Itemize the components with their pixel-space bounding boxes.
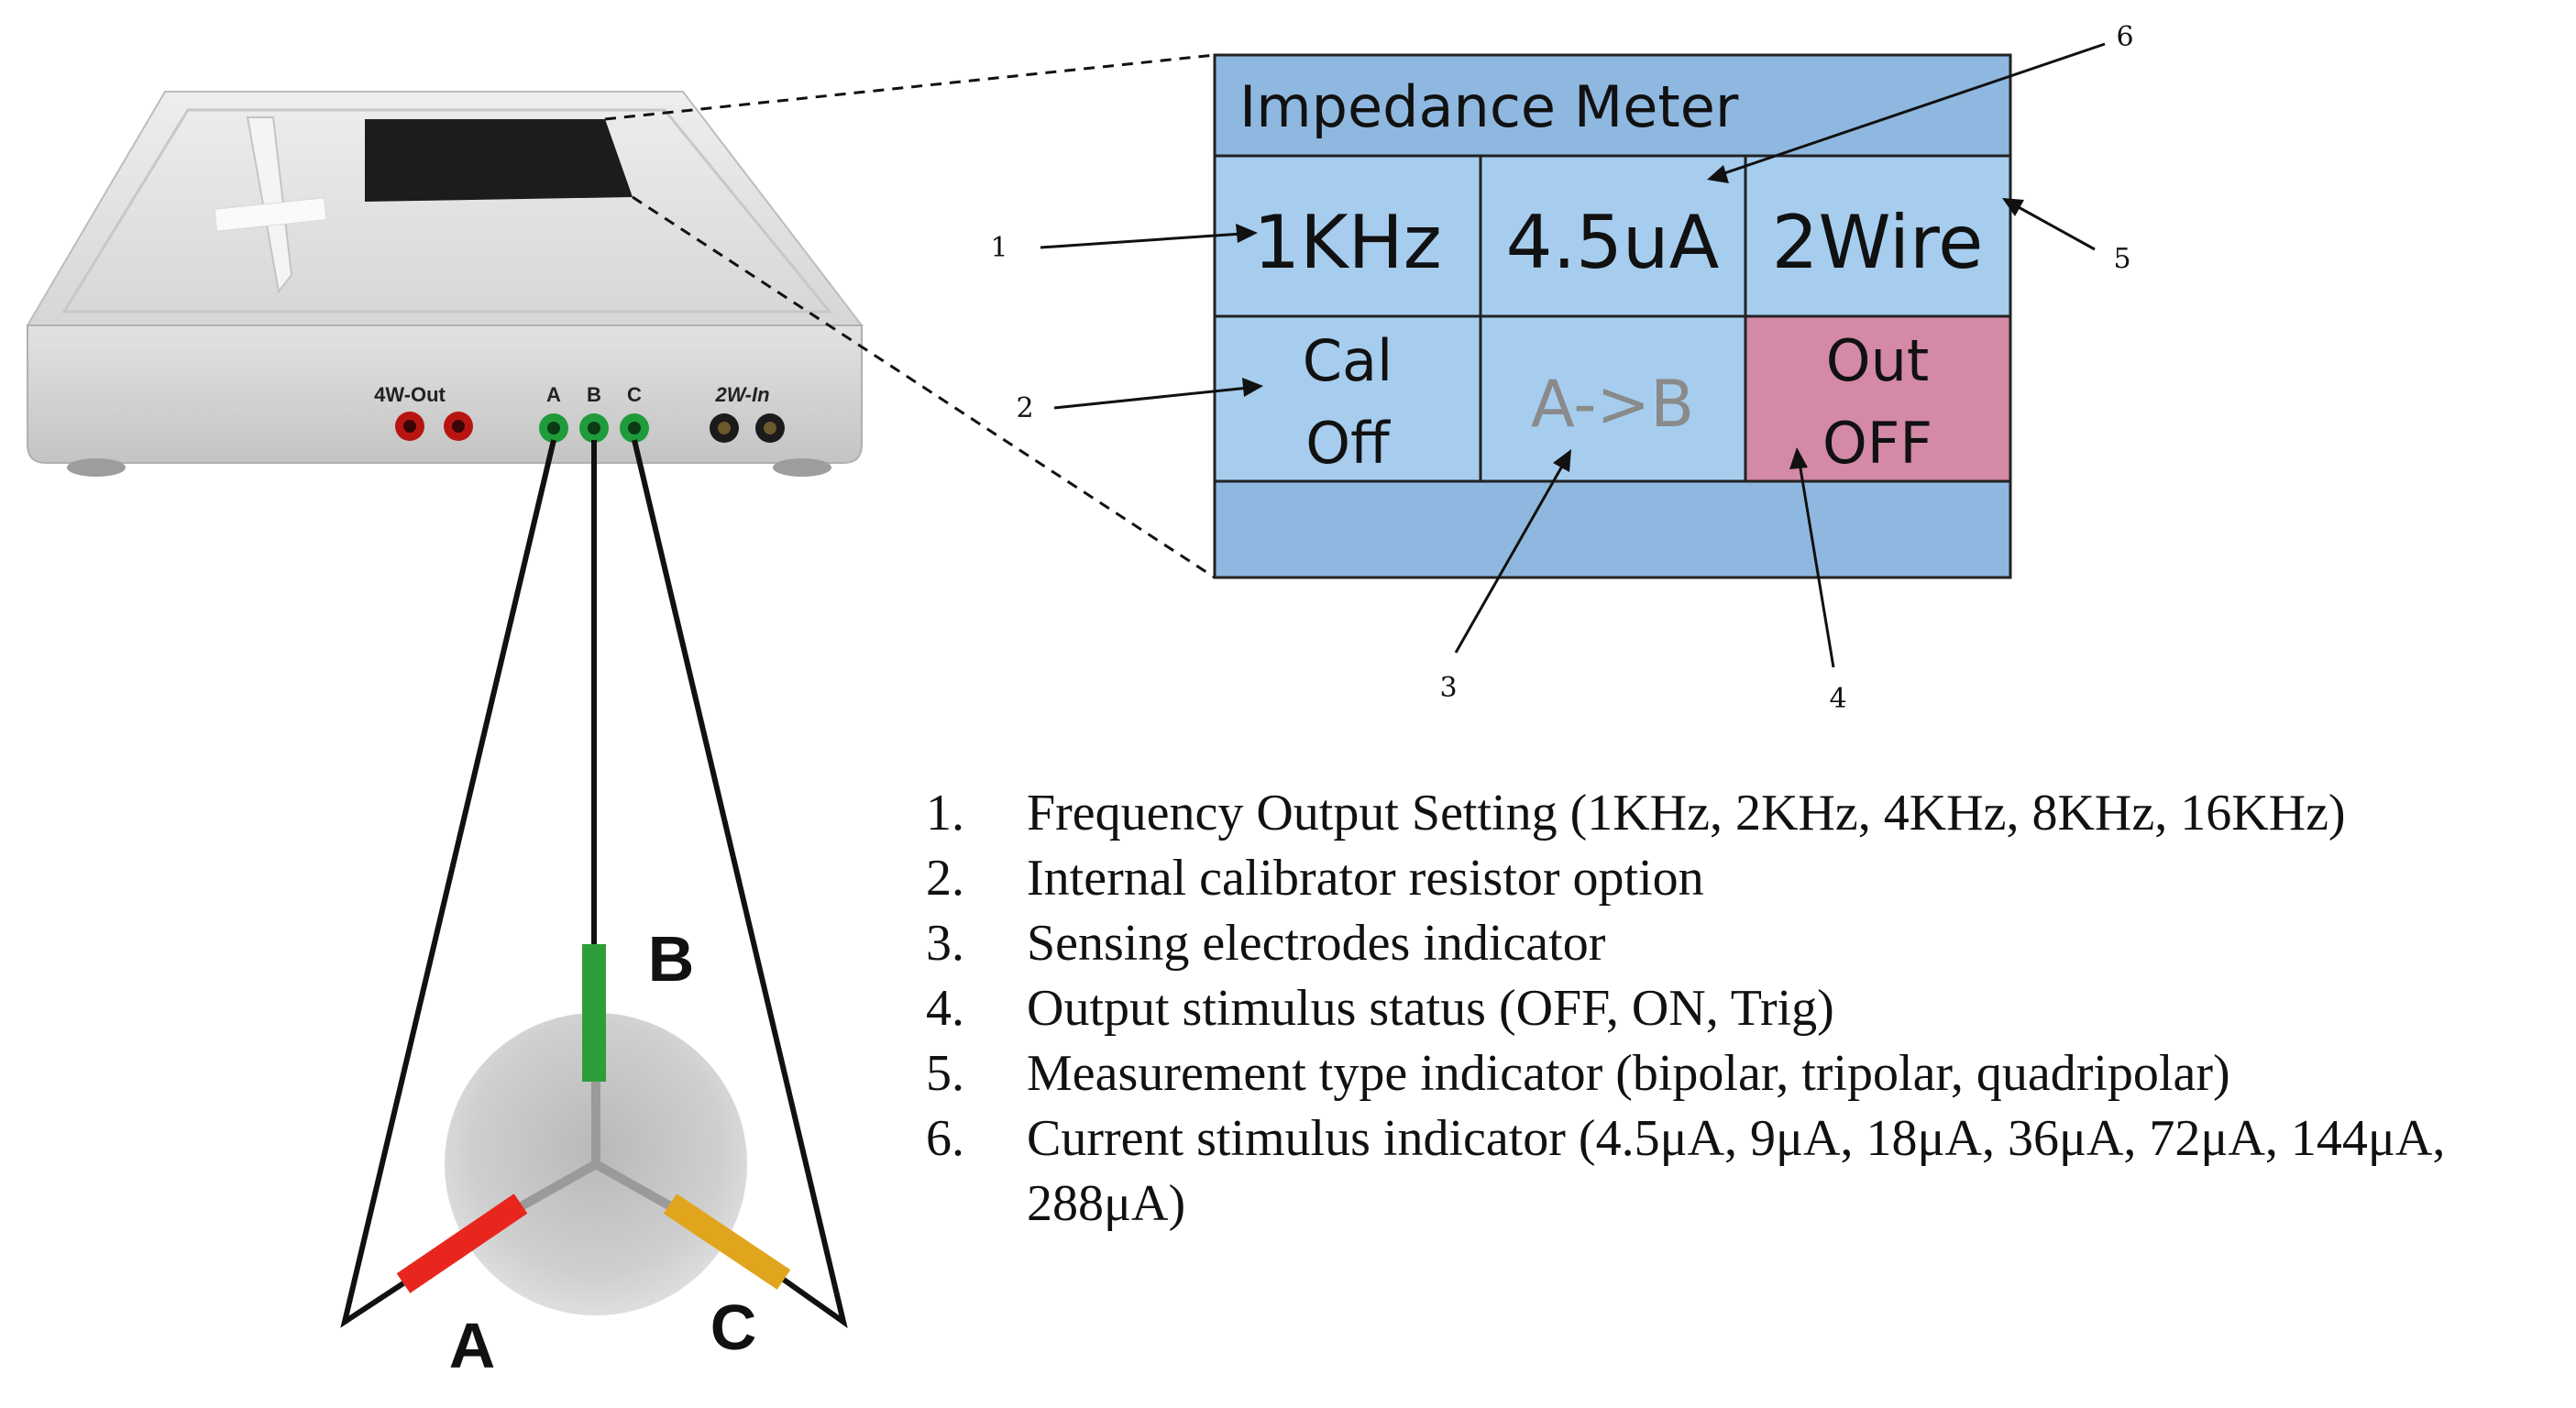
screen-footer-bar — [1213, 479, 2012, 579]
port-label-a: A — [546, 383, 561, 406]
calibration-label: Cal — [1303, 327, 1393, 394]
callout-4: 4 — [1789, 447, 1847, 715]
callout-1-number: 1 — [990, 232, 1007, 264]
callout-6: 6 — [1707, 21, 2134, 183]
cell-calibration — [1213, 314, 1482, 483]
legend-item-number: 4. — [926, 980, 964, 1037]
cable-c — [632, 439, 848, 1329]
legend-item-number: 2. — [926, 850, 964, 907]
device-screen — [365, 119, 633, 202]
legend-item-2: 2. Internal calibrator resistor option — [926, 846, 2567, 911]
screen-title: Impedance Meter — [1239, 73, 1739, 140]
device-foot-left — [67, 458, 126, 477]
output-value: OFF — [1822, 410, 1932, 477]
electrode-label-c: C — [710, 1292, 757, 1363]
screen-header-bar — [1213, 53, 2012, 158]
output-label: Out — [1826, 327, 1929, 394]
legend-item-1: 1. Frequency Output Setting (1KHz, 2KHz,… — [926, 781, 2567, 846]
zoom-guide-top — [604, 53, 1216, 121]
legend-item-text: Frequency Output Setting (1KHz, 2KHz, 4K… — [1027, 785, 2346, 842]
legend-item-text: Sensing electrodes indicator — [1027, 915, 1606, 972]
jack-2w-in-1 — [710, 413, 739, 443]
callout-1: 1 — [990, 224, 1258, 264]
electrodes-value: A->B — [1531, 367, 1694, 442]
jack-4w-out-2 — [444, 412, 473, 441]
device-front-panel — [27, 324, 863, 464]
electrode-disc — [445, 1013, 747, 1315]
jack-4w-out-1 — [395, 412, 424, 441]
callout-5: 5 — [2002, 198, 2131, 275]
cable-a — [340, 439, 556, 1328]
callout-4-number: 4 — [1829, 683, 1846, 715]
current-value: 4.5uA — [1506, 200, 1720, 285]
legend-item-6: 6. Current stimulus indicator (4.5μA, 9μ… — [926, 1106, 2567, 1237]
callout-2: 2 — [1016, 378, 1263, 424]
callout-5-number: 5 — [2113, 243, 2130, 275]
device-foot-right — [773, 458, 831, 477]
legend-item-number: 1. — [926, 785, 964, 842]
legend-item-3: 3. Sensing electrodes indicator — [926, 911, 2567, 976]
electrode-c — [663, 1194, 791, 1290]
legend-item-text: Measurement type indicator (bipolar, tri… — [1027, 1045, 2230, 1102]
callout-3: 3 — [1439, 449, 1571, 704]
cell-output — [1744, 314, 2012, 483]
legend-item-text: Current stimulus indicator (4.5μA, 9μA, … — [1027, 1110, 2446, 1232]
wire-mode-value: 2Wire — [1772, 200, 1984, 285]
cell-frequency — [1213, 154, 1482, 318]
callout-3-number: 3 — [1439, 672, 1457, 704]
electrode-a — [396, 1194, 528, 1293]
jack-c — [620, 413, 649, 443]
cell-wire-mode — [1744, 154, 2012, 318]
legend-item-number: 3. — [926, 915, 964, 972]
legend-item-text: Internal calibrator resistor option — [1027, 850, 1704, 907]
device-lid-recess — [61, 108, 833, 314]
frequency-value: 1KHz — [1253, 200, 1442, 285]
stylus-icon — [214, 116, 327, 294]
impedance-meter-device: 4W-Out A B C 2W-In — [26, 91, 864, 477]
jack-b — [579, 413, 609, 443]
port-label-b: B — [587, 383, 601, 406]
legend-item-number: 5. — [926, 1045, 964, 1102]
legend-item-5: 5. Measurement type indicator (bipolar, … — [926, 1041, 2567, 1106]
jack-a — [539, 413, 568, 443]
electrode-label-b: B — [648, 923, 695, 995]
callout-2-number: 2 — [1016, 392, 1033, 424]
jack-2w-in-2 — [755, 413, 785, 443]
port-label-4w-out: 4W-Out — [374, 383, 446, 406]
legend-item-text: Output stimulus status (OFF, ON, Trig) — [1027, 980, 1834, 1037]
calibration-value: Off — [1305, 410, 1391, 477]
legend-item-4: 4. Output stimulus status (OFF, ON, Trig… — [926, 976, 2567, 1041]
screen-zoom-panel: Impedance Meter 1KHz 4.5uA 2Wire Cal Off… — [1213, 53, 2012, 579]
cell-current — [1479, 154, 1747, 318]
port-label-c: C — [627, 383, 642, 406]
legend-list: 1. Frequency Output Setting (1KHz, 2KHz,… — [926, 781, 2567, 1237]
callout-6-number: 6 — [2116, 21, 2133, 53]
cell-electrodes — [1479, 314, 1747, 483]
port-label-2w-in: 2W-In — [714, 383, 769, 406]
zoom-guide-bottom — [632, 195, 1216, 579]
legend-item-number: 6. — [926, 1110, 964, 1167]
electrode-label-a: A — [449, 1310, 496, 1381]
